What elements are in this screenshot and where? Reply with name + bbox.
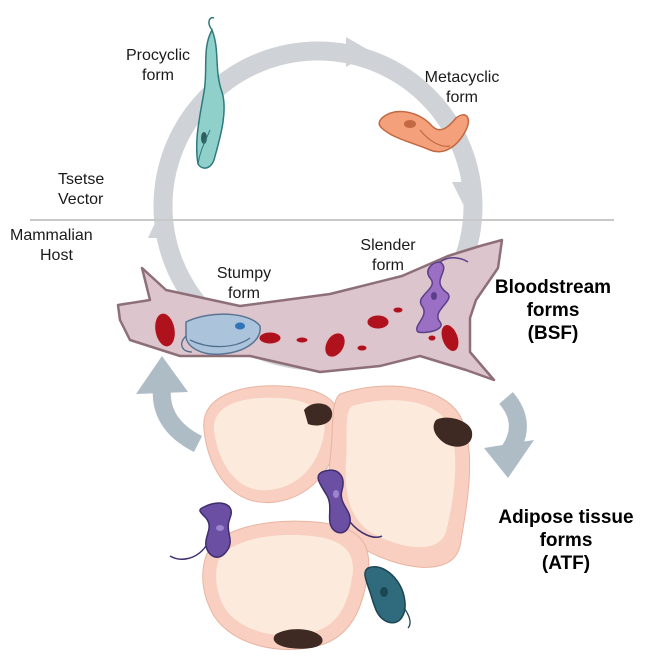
- red-blood-cell: [356, 344, 368, 352]
- red-blood-cell: [427, 334, 437, 342]
- label-line: Procyclic: [125, 47, 190, 64]
- label-line: form: [228, 285, 260, 302]
- label-line: (ATF): [541, 553, 591, 574]
- slender-form-parasite: [416, 257, 469, 334]
- label-tsetse-vector: Tsetse Vector: [58, 170, 104, 210]
- label-line: Tsetse: [58, 171, 105, 188]
- label-line: Stumpy: [216, 265, 272, 282]
- label-line: form: [142, 67, 174, 84]
- red-blood-cell: [324, 332, 346, 358]
- atf-parasite-left: [169, 502, 233, 560]
- bsf-to-atf-arrow-body: [498, 392, 527, 455]
- red-blood-cell: [295, 336, 309, 344]
- metacyclic-form-parasite: [378, 110, 470, 153]
- red-blood-cell: [366, 314, 390, 330]
- label-line: Bloodstream: [494, 277, 612, 298]
- atf-to-bsf-arrow-body: [152, 387, 203, 453]
- label-stumpy-form: Stumpy form: [202, 264, 286, 304]
- red-blood-cell: [440, 324, 460, 352]
- label-adipose-tissue-forms: Adipose tissue forms (ATF): [478, 506, 654, 575]
- atf-parasite-center: [317, 469, 383, 538]
- red-blood-cell: [392, 306, 404, 314]
- label-metacyclic-form: Metacyclic form: [412, 68, 512, 108]
- procyclic-form-parasite: [195, 16, 225, 169]
- adipocyte-2: [328, 385, 473, 568]
- ring-arrowhead-top: [346, 37, 372, 67]
- label-line: Vector: [58, 191, 104, 208]
- ring-arrowhead-right: [452, 182, 480, 210]
- stumpy-form-parasite: [181, 313, 261, 355]
- label-line: form: [372, 257, 404, 274]
- ring-arrowhead-left: [148, 208, 176, 238]
- bsf-to-atf-arrowhead: [484, 440, 534, 478]
- label-mammalian-host: Mammalian Host: [10, 226, 93, 266]
- label-line: form: [446, 89, 478, 106]
- red-blood-cells: [154, 306, 460, 358]
- label-line: Adipose tissue: [498, 507, 634, 528]
- label-line: Metacyclic: [424, 69, 500, 86]
- label-bloodstream-forms: Bloodstream forms (BSF): [478, 276, 628, 345]
- adipocyte-3: [202, 520, 370, 650]
- adipocyte-1: [203, 385, 341, 504]
- label-procyclic-form: Procyclic form: [112, 46, 204, 86]
- label-line: (BSF): [527, 323, 579, 344]
- label-slender-form: Slender form: [348, 236, 428, 276]
- red-blood-cell: [258, 331, 282, 345]
- label-line: Mammalian: [10, 227, 93, 244]
- label-line: forms: [539, 530, 593, 551]
- label-line: Slender: [360, 237, 416, 254]
- label-line: Host: [40, 247, 73, 264]
- label-line: forms: [526, 300, 580, 321]
- atf-to-bsf-arrowhead: [136, 356, 188, 394]
- red-blood-cell: [154, 312, 176, 348]
- atf-parasite-teal: [364, 565, 411, 629]
